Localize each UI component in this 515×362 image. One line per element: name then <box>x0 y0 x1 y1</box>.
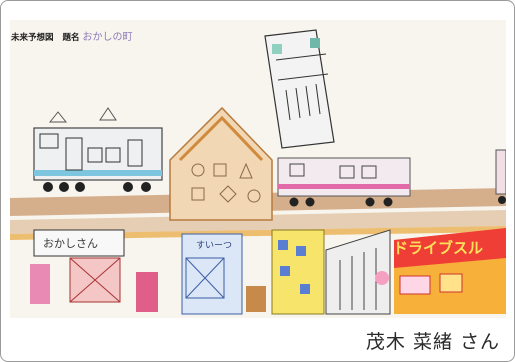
category-label: 未来予想図 <box>11 33 54 43</box>
okashi-shop-drawing <box>30 229 158 312</box>
right-train-drawing <box>277 149 506 207</box>
title-label: 題名 <box>62 33 80 43</box>
drawing-title: おかしの町 <box>82 32 133 43</box>
okashi-san-sign: おかしさん <box>43 237 98 250</box>
artist-caption: 茂木 菜緒 さん <box>365 331 500 353</box>
drive-through-sign: ドライブスル <box>393 239 484 257</box>
childrens-drawing <box>10 20 506 318</box>
left-train-drawing <box>33 107 163 192</box>
sweets-shop-drawing <box>181 233 266 315</box>
slanted-train-drawing <box>264 29 335 149</box>
yellow-building-drawing <box>271 229 391 315</box>
sweets-sign: すいーつ <box>196 241 233 251</box>
house-drawing <box>169 106 273 221</box>
drive-through-drawing <box>375 228 506 314</box>
drawing-header: 未来予想図 題名 おかしの町 <box>11 28 132 43</box>
